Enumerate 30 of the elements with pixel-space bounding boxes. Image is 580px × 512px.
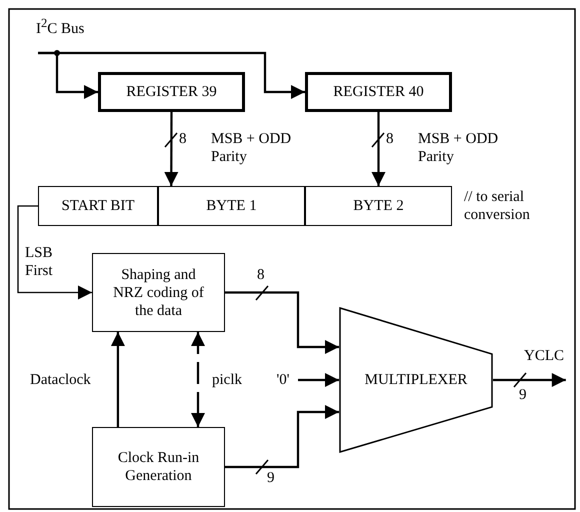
arrow	[38, 52, 305, 99]
box-label: BYTE 2	[353, 197, 404, 215]
box-label: REGISTER 39	[126, 83, 217, 101]
multiplexer-trapezoid	[339, 307, 493, 453]
arrow	[191, 332, 205, 427]
bus-label: I$^{2}$C Bus	[36, 15, 84, 38]
box-label: START BIT	[61, 197, 135, 215]
process-box	[92, 427, 225, 507]
byte-cell	[158, 186, 305, 226]
box-label: Shaping and NRZ coding of the data	[113, 266, 204, 320]
register-box	[305, 72, 452, 112]
arrow	[225, 291, 339, 354]
box-label: Clock Run-in Generation	[116, 449, 200, 485]
arrow	[372, 112, 386, 186]
start-bit-cell	[38, 186, 158, 226]
arrow	[17, 205, 92, 300]
arrow	[225, 404, 339, 468]
edge-label: piclk	[211, 371, 243, 389]
output-label: YCLC	[524, 347, 564, 365]
multiplexer-label: MULTIPLEXER	[364, 371, 468, 389]
arrow	[164, 112, 178, 186]
input-constant: '0'	[276, 371, 290, 389]
byte-cell	[305, 186, 452, 226]
register-box	[98, 72, 245, 112]
process-box	[92, 253, 225, 332]
arrow	[493, 373, 566, 387]
box-label: REGISTER 40	[333, 83, 424, 101]
box-label: BYTE 1	[206, 197, 257, 215]
arrow	[298, 373, 339, 387]
arrow	[110, 332, 125, 427]
